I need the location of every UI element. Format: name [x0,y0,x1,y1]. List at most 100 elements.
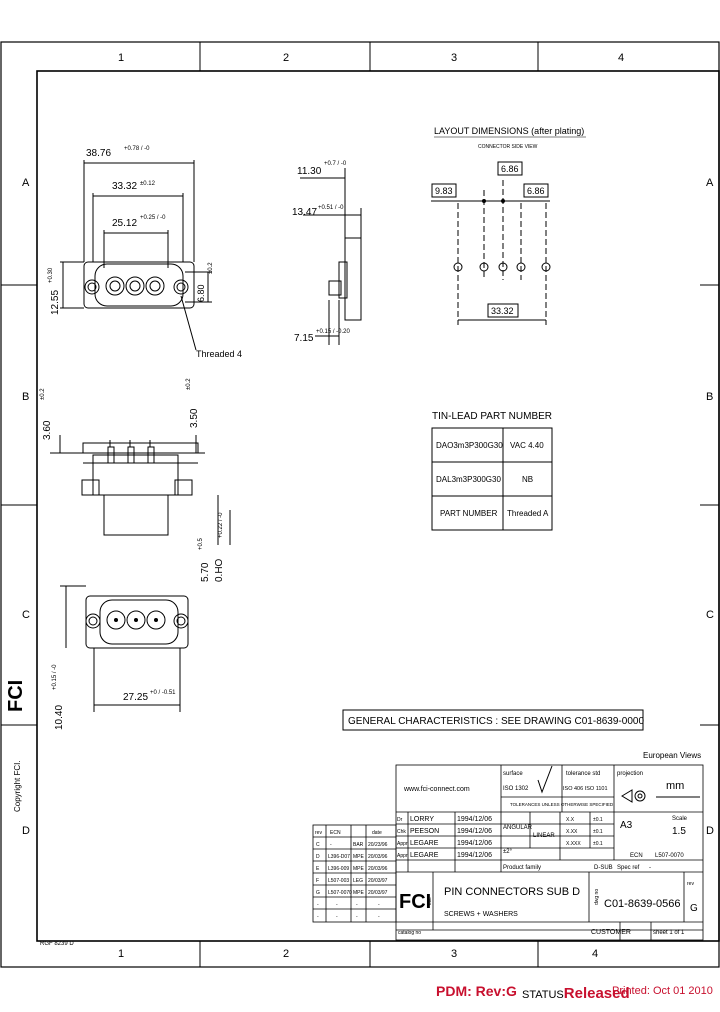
status-value: Released [563,985,630,1002]
layout-subtitle: CONNECTOR SIDE VIEW [478,144,538,150]
dim-11-30-tol: +0.7 / -0 [324,161,347,167]
european-views: European Views [643,751,701,760]
rev-row-5-rev: - [317,902,319,908]
row-label-c-right: C [706,609,714,621]
dim-5-70: 5.70 [200,562,211,582]
row-label-d: D [22,825,30,837]
title-block-grid [312,764,704,941]
dim-3-60-tol: ±0.2 [40,388,46,400]
threaded-note: Threaded 4 [196,349,242,359]
tb-rev-label: rev [687,881,694,887]
row-label-a-right: A [706,177,714,189]
tb-tol-note: TOLERANCES UNLESS OTHERWISE SPECIFIED [510,802,614,807]
rev-row-0-rev: C [316,842,320,848]
rev-row-0-by: BAR [353,842,364,848]
tb-title-main: PIN CONNECTORS SUB D [444,886,580,898]
dim-27-25: 27.25 [123,692,148,703]
rev-row-1-by: MPE [353,854,365,860]
status-field: STATUSReleased [522,985,630,1002]
rev-row-2-ecn: L396-009 [328,866,349,872]
part-table-grid [431,427,553,531]
tb-fci-logo: FCI [399,891,431,913]
tb-dr-date: 1994/12/06 [457,816,492,823]
part-row-1-val: VAC 4.40 [510,441,544,450]
rev-row-3-by: LEG [353,878,363,884]
tb-ecn-label: ECN [630,853,643,859]
rev-row-5-ecn: - [336,902,338,908]
rev-row-4-rev: G [316,890,320,896]
tb-angle-val: ±2° [503,849,513,855]
rev-row-3-ecn: L507-003 [328,878,349,884]
layout-dim-6-86-top: 6.86 [501,164,519,174]
top-view-drawing [50,435,231,545]
dim-12-55: 12.55 [50,290,61,315]
tb-appr2-date: 1994/12/06 [457,852,492,859]
tb-title-label: title [427,897,433,905]
printed-date: Printed: Oct 01 2010 [612,985,713,997]
dim-33-32: 33.32 [112,181,137,192]
fci-logo-vertical: FCI [5,680,27,712]
dim-38-76: 38.76 [86,148,111,159]
tb-linear: LINEAR [533,833,555,839]
tb-proj-label: projection [617,771,643,777]
col-label-4-bottom: 4 [592,948,598,960]
rev-row-2-date: 20/03/96 [368,866,388,872]
dim-13-47-tol: +0.51 / -0 [318,205,344,211]
dim-0-h0-tol: +0.22 / -0 [218,512,224,538]
dim-0-h0: 0.HO [214,558,225,582]
rev-row-0-date: 20/23/96 [368,842,388,848]
tb-scale-val: 1.5 [672,826,686,837]
dim-6-80-tol: ±0.2 [208,262,214,274]
tb-unit: mm [666,780,684,792]
rev-row-2-by: MPE [353,866,365,872]
part-row-3-pn: PART NUMBER [440,509,498,518]
part-row-2-pn: DAL3m3P300G30 [436,475,501,484]
col-label-3: 3 [451,52,457,64]
tb-dwg-no: C01-8639-0566 [604,898,680,910]
rev-head-ecn: ECN [330,830,341,836]
pdm-revision: PDM: Rev:G [436,983,517,999]
dim-3-50: 3.50 [189,408,200,428]
side-view-drawing [300,168,362,345]
rev-row-3-date: 20/03/97 [368,878,388,884]
part-row-2-val: NB [522,475,533,484]
front-view-drawing [60,160,212,351]
rev-row-5-date: - [378,902,380,908]
tb-dwg-label: dwg no [594,889,600,905]
tb-chk-name: PEESON [410,828,439,835]
part-row-3-val: Threaded A [507,509,549,518]
dim-7-15-tol: +0.15 / -0.20 [316,329,351,335]
row-label-c: C [22,609,30,621]
rev-row-4-ecn: L507-0070 [328,890,352,896]
surface-check-icon [537,765,553,794]
tb-dr-role: Dr [397,817,403,823]
dim-25-12: 25.12 [112,218,137,229]
tb-appr1-date: 1994/12/06 [457,840,492,847]
tb-title-sub: SCREWS + WASHERS [444,911,518,918]
layout-hole-pattern [431,161,551,325]
rev-head-date: date [372,830,382,836]
dim-6-80: 6.80 [196,284,206,302]
col-label-1: 1 [118,52,124,64]
rev-row-5-by: - [356,902,358,908]
tb-product-family-label: Product family [503,865,541,871]
tb-catalog-label: catalog no [398,930,421,936]
layout-dim-33-32: 33.32 [491,306,514,316]
rev-row-3-rev: F [316,878,319,884]
row-label-a: A [22,177,30,189]
rev-row-0-ecn: - [330,842,332,848]
layout-title: LAYOUT DIMENSIONS (after plating) [434,126,584,136]
tb-tol-val: ISO 406 ISO 1101 [563,786,608,792]
tb-xx-val: ±0.1 [593,817,603,823]
dim-13-47: 13.47 [292,207,317,218]
dim-38-76-tol: +0.78 / -0 [124,146,150,152]
col-label-2: 2 [283,52,289,64]
rev-row-1-ecn: L396-D07 [328,854,350,860]
layout-dim-6-86-right: 6.86 [527,186,545,196]
status-label: STATUS [522,989,564,1001]
rev-head-rev: rev [315,830,322,836]
tb-dr-name: LORRY [410,816,434,823]
general-note-box [342,709,644,731]
inner-frame [36,70,720,942]
